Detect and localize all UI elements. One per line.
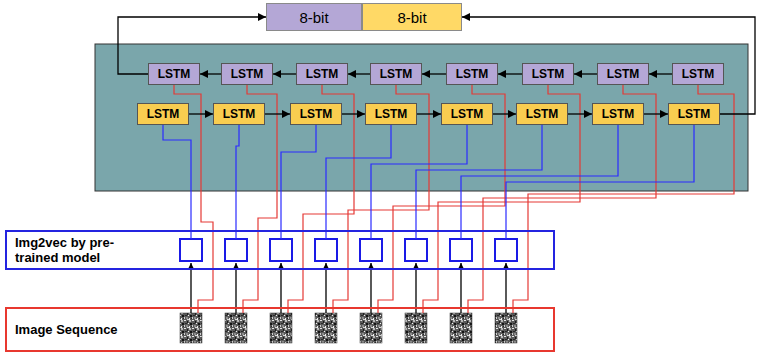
group-label: Img2vec by pre-trained model [7,235,155,265]
flow-arrow [417,113,441,114]
lstm-cell: LSTM [668,103,720,125]
output-byte: 8-bit [266,3,362,31]
output-byte: 8-bit [362,3,462,31]
lstm-cell: LSTM [213,103,265,125]
lstm-cell: LSTM [148,63,200,85]
box-label: LSTM [158,67,191,81]
lstm-cell: LSTM [370,63,422,85]
box-label: 8-bit [397,9,426,26]
lstm-cell: LSTM [516,103,568,125]
box-label: LSTM [223,107,256,121]
flow-arrow [568,113,592,114]
lstm-cell: LSTM [441,103,493,125]
box-label: LSTM [380,67,413,81]
box-label: LSTM [375,107,408,121]
lstm-cell: LSTM [296,63,348,85]
box-label: LSTM [147,107,180,121]
box-label: LSTM [678,107,711,121]
group-label: Image Sequence [7,322,118,337]
flow-arrow [189,113,213,114]
box-label: LSTM [602,107,635,121]
box-label: LSTM [231,67,264,81]
flow-arrow [422,73,446,74]
backward-input-wires [174,85,734,313]
lstm-cell: LSTM [597,63,649,85]
flow-arrow [273,73,296,74]
flow-arrow [342,113,365,114]
box-label: LSTM [300,107,333,121]
lstm-cell: LSTM [365,103,417,125]
lstm-cell: LSTM [221,63,273,85]
embedding-group: Img2vec by pre-trained model [5,230,555,270]
box-label: LSTM [532,67,565,81]
flow-arrow [200,73,221,74]
noise-images [180,313,517,343]
box-label: LSTM [451,107,484,121]
flow-arrow [644,113,668,114]
flow-arrow [649,73,672,74]
flow-arrow [265,113,290,114]
flow-arrow [348,73,370,74]
flow-arrow [462,17,755,114]
box-label: LSTM [526,107,559,121]
lstm-cell: LSTM [592,103,644,125]
flow-arrow [493,113,516,114]
image-group: Image Sequence [5,307,555,352]
box-label: LSTM [607,67,640,81]
box-label: LSTM [682,67,715,81]
lstm-panel [95,44,748,191]
box-label: LSTM [456,67,489,81]
flow-arrow [574,73,597,74]
lstm-cell: LSTM [137,103,189,125]
forward-input-wires [163,125,694,239]
lstm-cell: LSTM [672,63,724,85]
lstm-cell: LSTM [446,63,498,85]
flow-arrow [498,73,522,74]
box-label: 8-bit [299,9,328,26]
lstm-cell: LSTM [522,63,574,85]
lstm-cell: LSTM [290,103,342,125]
box-label: LSTM [306,67,339,81]
